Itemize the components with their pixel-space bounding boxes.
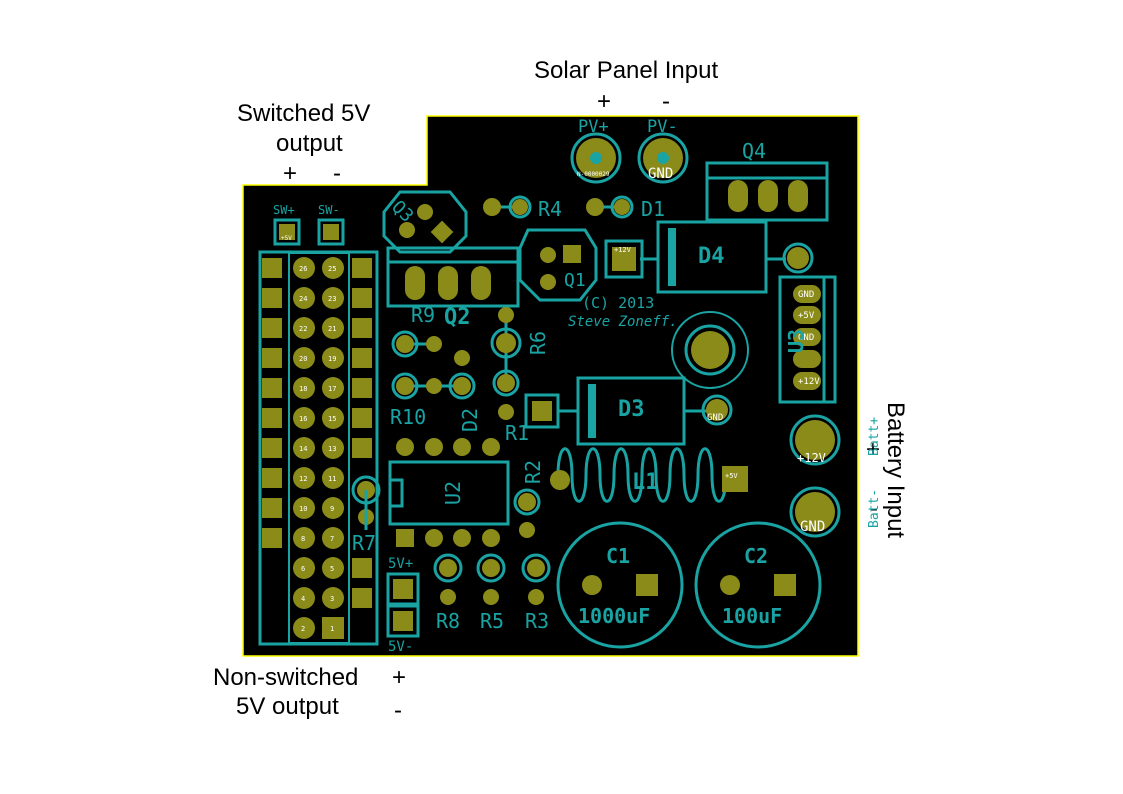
pv-minus-net: GND [648,166,673,182]
svg-text:22: 22 [299,325,307,333]
d4-outline [656,220,768,294]
r5-silk: R5 [480,609,504,633]
batt-plus-net: +12V [797,451,826,465]
battery-plus-sign: + [866,436,881,463]
u3-pin-2: +5V [798,311,815,321]
svg-text:2: 2 [301,625,305,633]
l1-silk: L1 [632,470,659,495]
copyright-line1: (C) 2013 [582,294,654,312]
q1-silk: Q1 [564,270,586,291]
five-v-plus-silk: 5V+ [388,556,413,572]
r3-silk: R3 [525,609,549,633]
svg-text:18: 18 [299,385,307,393]
svg-text:25: 25 [328,265,336,273]
c1-silk: C1 [606,544,630,568]
u3-pin-5: +12V [798,377,820,387]
svg-text:23: 23 [328,295,336,303]
non-switched-label-line2: 5V output [236,693,339,720]
q4-outline [705,161,829,222]
batt-plus-silk: Batt+ [867,417,882,456]
c1-value: 1000uF [578,604,650,628]
switched-5v-label-line2: output [276,130,343,157]
u2-silk: U2 [441,481,465,505]
svg-text:24: 24 [299,295,307,303]
svg-text:1: 1 [330,625,334,633]
r6-silk: R6 [526,331,550,355]
svg-text:17: 17 [328,385,336,393]
r8-silk: R8 [436,609,460,633]
svg-text:21: 21 [328,325,336,333]
five-v-minus-silk: 5V- [388,639,413,655]
switched-plus-sign: + [283,160,298,187]
d3-silk: D3 [618,397,645,422]
u3-pin-1: GND [798,290,814,300]
header-pads [262,252,372,644]
non-switched-minus-sign: - [394,697,402,724]
svg-text:6: 6 [301,565,305,573]
sw-minus-silk: SW- [318,203,340,217]
svg-text:12: 12 [299,475,307,483]
c2-value: 100uF [722,604,782,628]
svg-text:10: 10 [299,505,307,513]
q2-outline [386,246,520,308]
r7-silk: R7 [352,531,376,555]
svg-text:4: 4 [301,595,305,603]
solar-plus-sign: + [597,88,612,115]
svg-text:5: 5 [330,565,334,573]
d3-pad-net: GND [707,413,723,423]
sw-plus-silk: SW+ [273,203,295,217]
l1-coil [556,447,728,503]
copyright-line2: Steve Zoneff. [568,314,678,330]
d2-silk: D2 [458,408,482,432]
svg-text:9: 9 [330,505,334,513]
pv-plus-silk: PV+ [578,117,609,137]
non-switched-plus-sign: + [392,664,407,691]
r4-silk: R4 [538,197,562,221]
board-outline [242,115,859,657]
switched-5v-label-line1: Switched 5V [237,100,371,127]
svg-text:20: 20 [299,355,307,363]
sw-plus-net: +5V [281,235,292,242]
d1-silk: D1 [641,197,665,221]
svg-text:14: 14 [299,445,307,453]
solar-minus-sign: - [662,88,670,115]
svg-text:15: 15 [328,415,336,423]
r9-silk: R9 [411,303,435,327]
u3-outline [778,275,837,404]
pv-minus-silk: PV- [647,117,678,137]
svg-text:11: 11 [328,475,336,483]
pv-connector [570,132,689,184]
d4-silk: D4 [698,244,725,269]
svg-text:3: 3 [330,595,334,603]
q2-silk: Q2 [444,305,471,330]
svg-text:26: 26 [299,265,307,273]
non-switched-label-line1: Non-switched [213,664,359,691]
c1-outline [556,521,684,649]
c2-silk: C2 [744,544,768,568]
switched-minus-sign: - [333,160,341,187]
solar-panel-input-label: Solar Panel Input [534,57,719,84]
r10-silk: R10 [390,405,426,429]
svg-text:8: 8 [301,535,305,543]
c2-outline [694,521,822,649]
l1-pad-net: +5V [725,472,738,480]
u3-pin-3: GND [798,333,814,343]
svg-text:7: 7 [330,535,334,543]
svg-text:19: 19 [328,355,336,363]
svg-text:16: 16 [299,415,307,423]
battery-minus-sign: - [870,495,878,522]
batt-minus-silk: Batt- [867,489,882,528]
batt-minus-net: GND [800,519,825,535]
d4-pad-net: +12V [614,246,632,254]
pv-plus-net: N-0000029 [577,171,610,178]
u3-silk: U3 [784,329,808,353]
q3-outline [382,190,468,254]
q4-silk: Q4 [742,139,766,163]
svg-text:13: 13 [328,445,336,453]
r2-silk: R2 [521,460,545,484]
